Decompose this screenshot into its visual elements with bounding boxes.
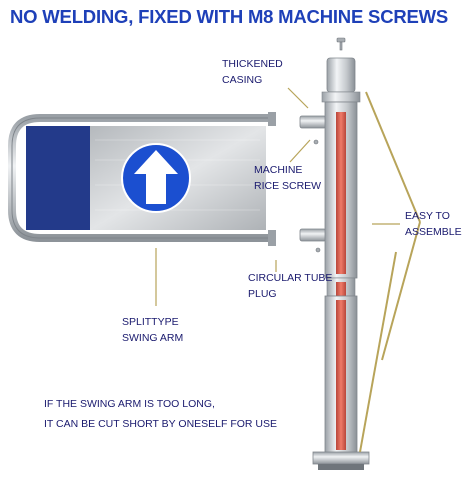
thickened-casing-line2: CASING xyxy=(222,74,263,86)
machine-rice-screw-line2: RICE SCREW xyxy=(254,180,322,192)
easy-to-assemble-label: EASY TO ASSEMBLE xyxy=(405,208,462,240)
circular-tube-plug-line2: PLUG xyxy=(248,288,277,300)
swing-arm-panel xyxy=(26,126,266,230)
machine-rice-screw-line1: MACHINE xyxy=(254,164,303,176)
assembly-rods xyxy=(359,91,421,453)
note-line2: IT CAN BE CUT SHORT BY ONESELF FOR USE xyxy=(44,418,277,430)
upper-red-core xyxy=(336,112,346,274)
arm-end-cap xyxy=(268,230,276,246)
thickened-casing-label: THICKENED CASING xyxy=(222,56,283,88)
circular-tube-plug-label: CIRCULAR TUBE PLUG xyxy=(248,270,332,302)
swing-arm xyxy=(8,112,276,246)
cut-short-note: IF THE SWING ARM IS TOO LONG, IT CAN BE … xyxy=(44,394,277,434)
blue-panel-section xyxy=(26,126,90,230)
upper-connector xyxy=(299,115,327,129)
lower-red-core xyxy=(336,300,346,450)
top-cap xyxy=(326,57,356,93)
splittype-swing-arm-line1: SPLITTYPE xyxy=(122,316,179,328)
machine-rice-screw-label: MACHINE RICE SCREW xyxy=(254,162,321,194)
headline: NO WELDING, FIXED WITH M8 MACHINE SCREWS xyxy=(10,6,449,27)
note-line1: IF THE SWING ARM IS TOO LONG, xyxy=(44,398,215,410)
lower-connector xyxy=(299,228,327,242)
gate-post xyxy=(312,57,370,470)
easy-to-assemble-line2: ASSEMBLE xyxy=(405,226,462,238)
leader-lines xyxy=(155,87,400,306)
base-flange xyxy=(312,451,370,465)
thickened-casing-line1: THICKENED xyxy=(222,58,283,70)
easy-to-assemble-line1: EASY TO xyxy=(405,210,450,222)
splittype-swing-arm-line2: SWING ARM xyxy=(122,332,184,344)
screw-icon xyxy=(313,37,346,253)
circular-tube-plug-line1: CIRCULAR TUBE xyxy=(248,272,333,284)
splittype-swing-arm-label: SPLITTYPE SWING ARM xyxy=(122,314,183,346)
up-arrow-icon xyxy=(134,150,178,204)
